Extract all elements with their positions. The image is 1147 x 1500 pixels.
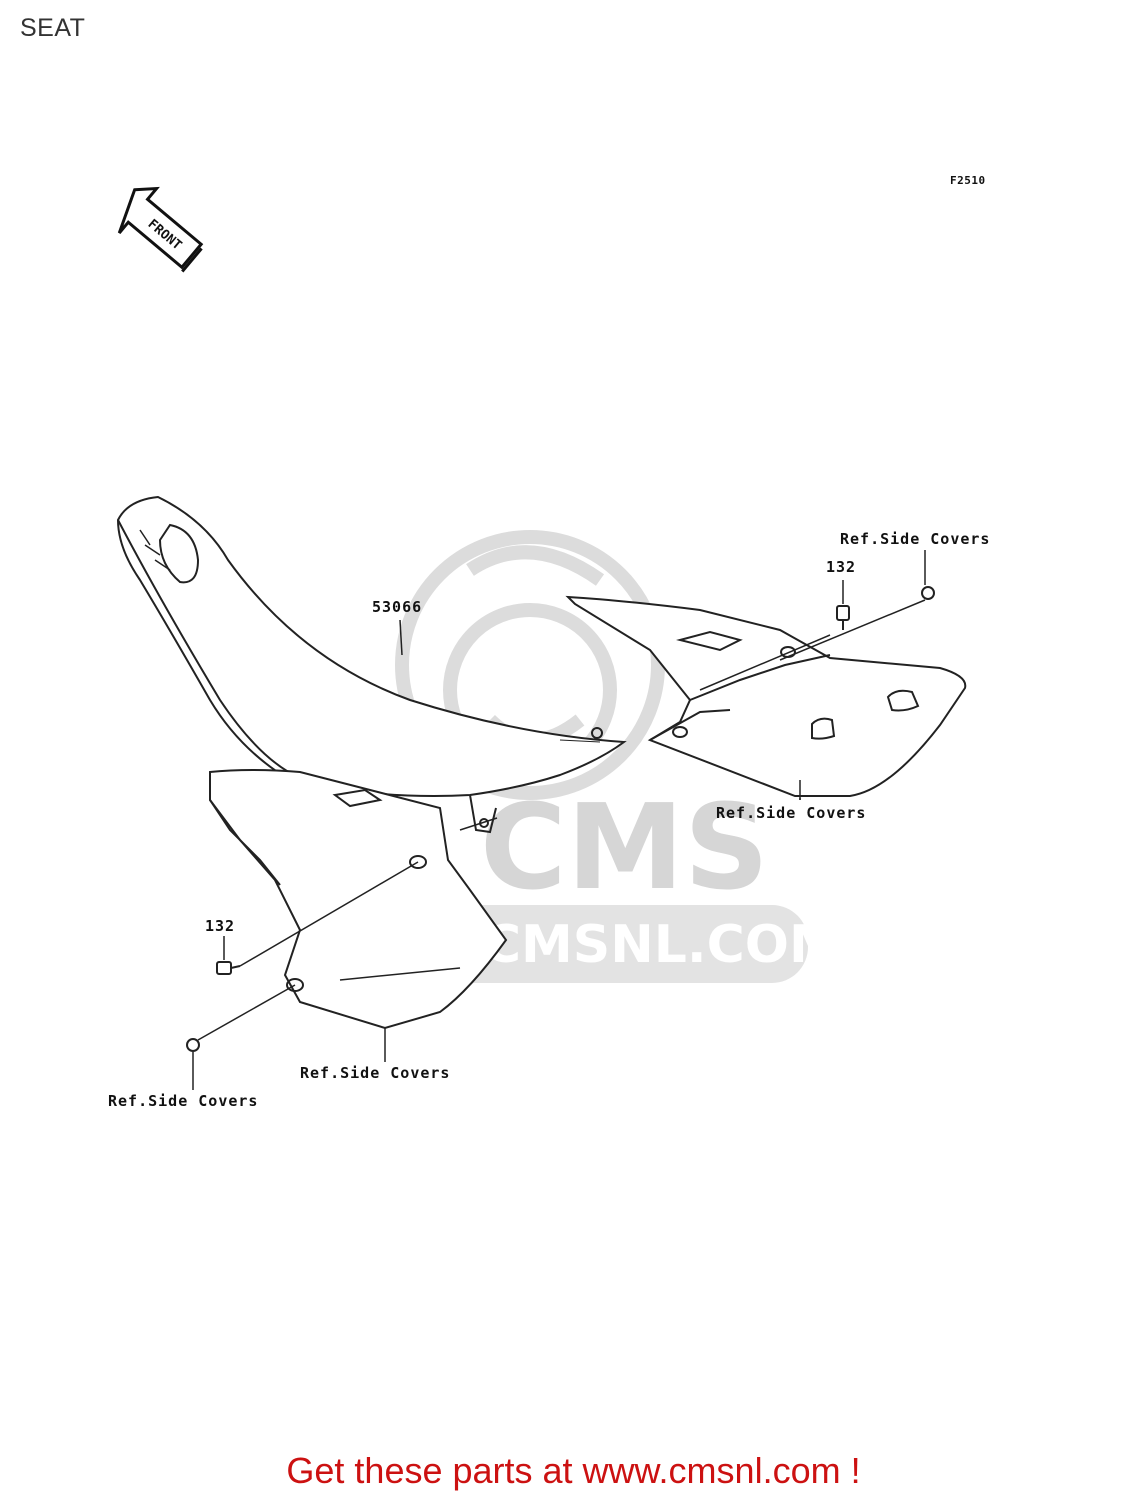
ref-label-lower-left: Ref.Side Covers [108,1092,258,1110]
right-side-cover [565,595,967,797]
leader-lines [192,550,926,1090]
watermark-brand: CMS [480,778,769,916]
part-number-bolt-upper: 132 [826,558,856,576]
clip-top-right [921,586,935,600]
left-side-cover [209,769,508,1030]
ref-label-lower-center: Ref.Side Covers [300,1064,450,1082]
part-number-seat: 53066 [372,598,422,616]
front-direction-badge: FRONT [117,186,204,273]
part-number-bolt-lower: 132 [205,917,235,935]
clip-lower-left [186,1038,200,1052]
page-title: SEAT [20,14,86,42]
ref-label-middle-right: Ref.Side Covers [716,804,866,822]
cmsnl-parts-link[interactable]: Get these parts at www.cmsnl.com ! [286,1450,861,1491]
bolt-lower [216,961,241,975]
ref-label-top-right: Ref.Side Covers [840,530,990,548]
figure-code: F2510 [950,174,986,187]
front-arrow-icon [117,186,204,270]
bolt-upper [836,605,850,630]
